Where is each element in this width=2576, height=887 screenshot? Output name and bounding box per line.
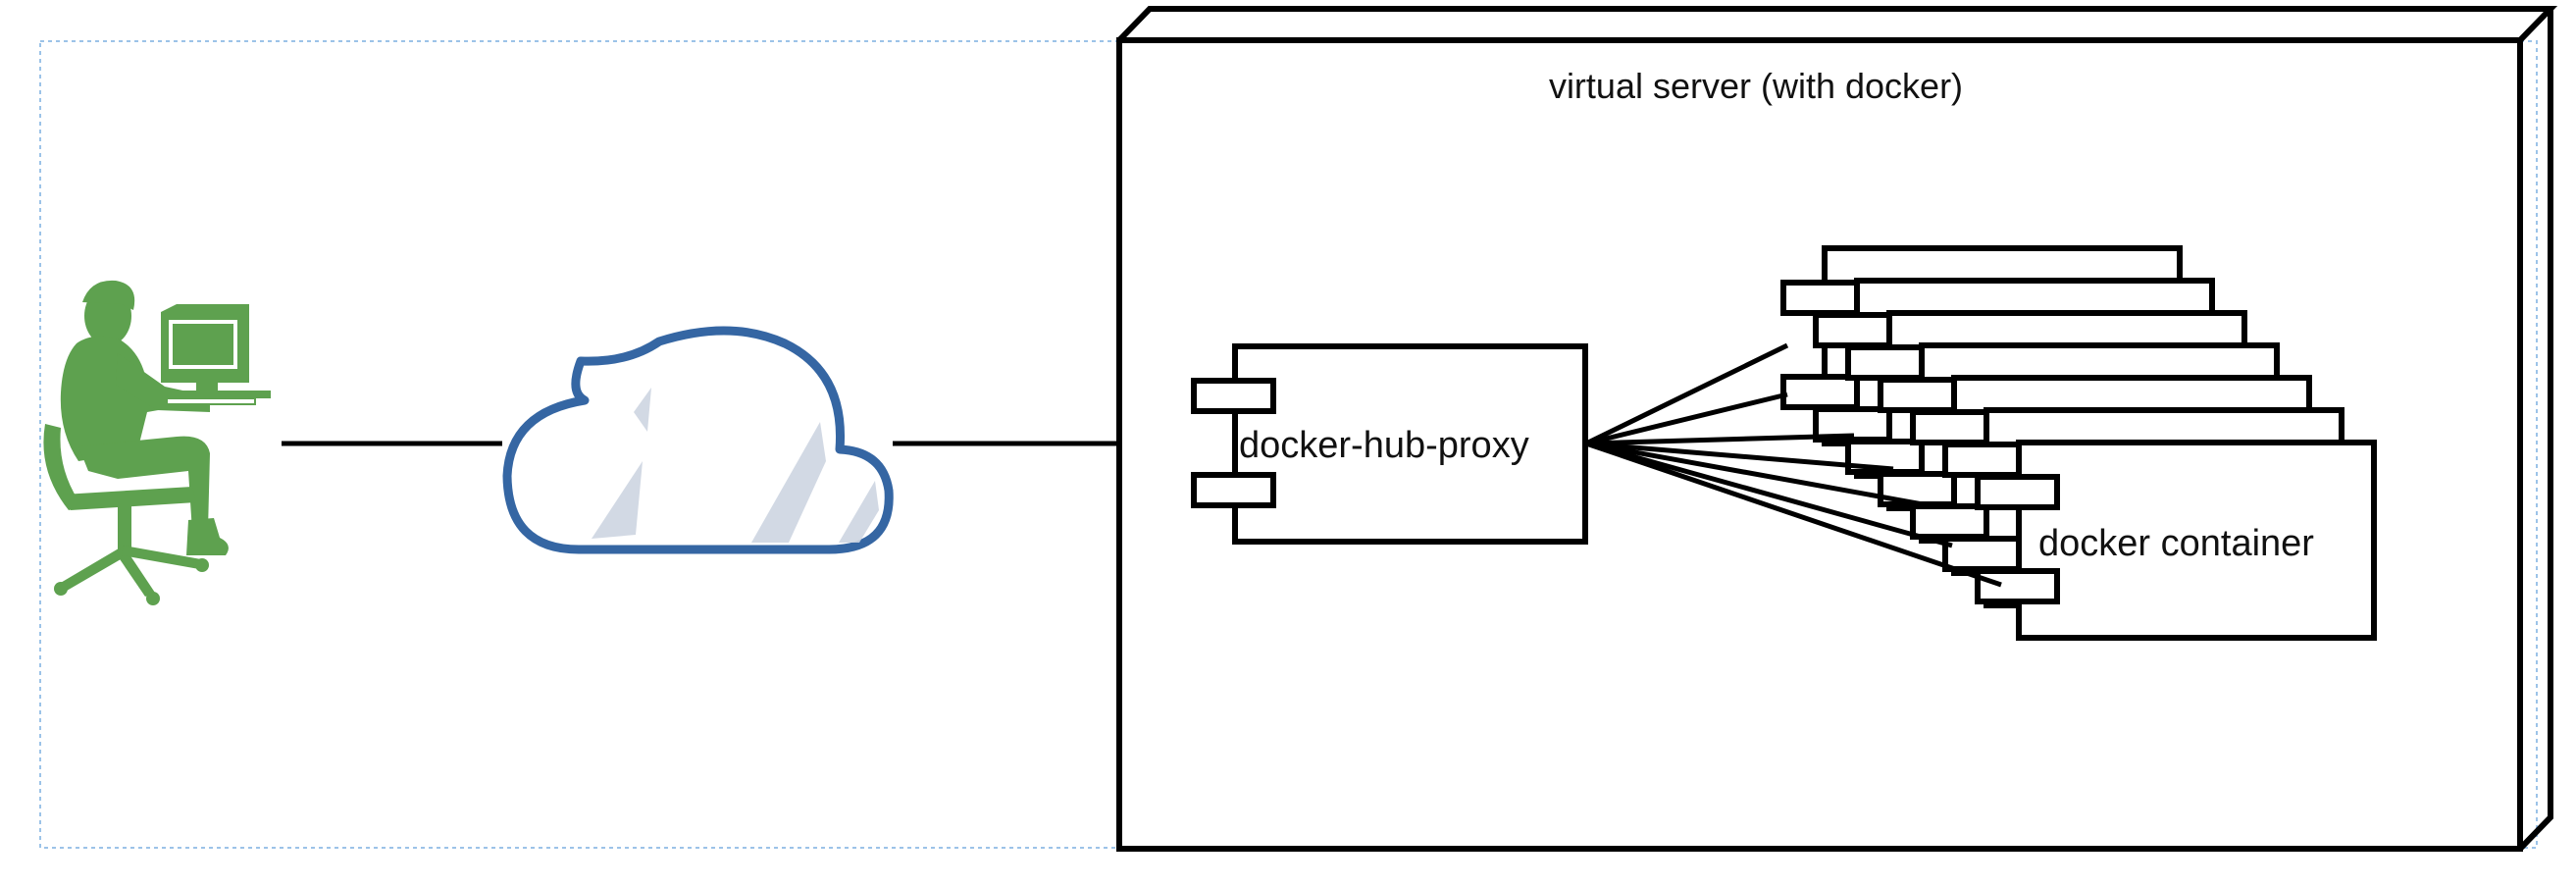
- container-port: [1845, 344, 1931, 381]
- container-port: [1942, 536, 2028, 572]
- proxy-container-link: [1585, 441, 1924, 507]
- proxy-container-link: [1584, 342, 1789, 446]
- docker-container-stack: [1780, 245, 2377, 641]
- proxy-container-link: [1585, 391, 1788, 446]
- container-body: [2016, 440, 2377, 641]
- virtual-server-title: virtual server (with docker): [1548, 66, 1964, 106]
- docker-hub-proxy-component: [1191, 343, 1588, 545]
- container-port: [1910, 409, 1995, 445]
- docker-hub-proxy-label: docker-hub-proxy: [1239, 425, 1529, 466]
- container-port: [1813, 312, 1898, 348]
- proxy-container-link: [1585, 441, 1894, 472]
- docker-container-label: docker container: [2038, 523, 2314, 564]
- container-port: [1942, 442, 2028, 478]
- cloud-icon: [502, 326, 894, 554]
- proxy-container-link: [1585, 441, 1953, 548]
- proxy-container-link: [1585, 433, 1855, 446]
- proxy-container-link: [1585, 441, 2002, 588]
- container-port: [1878, 377, 1963, 413]
- proxy-container-links: [1584, 342, 2002, 588]
- user-at-computer-icon: [43, 280, 271, 605]
- container-port: [1780, 374, 1866, 410]
- docker-container-component: [1975, 440, 2377, 641]
- container-port: [1975, 568, 2060, 604]
- container-port: [1975, 474, 2060, 510]
- container-port: [1780, 280, 1866, 316]
- container-port: [1910, 503, 1995, 540]
